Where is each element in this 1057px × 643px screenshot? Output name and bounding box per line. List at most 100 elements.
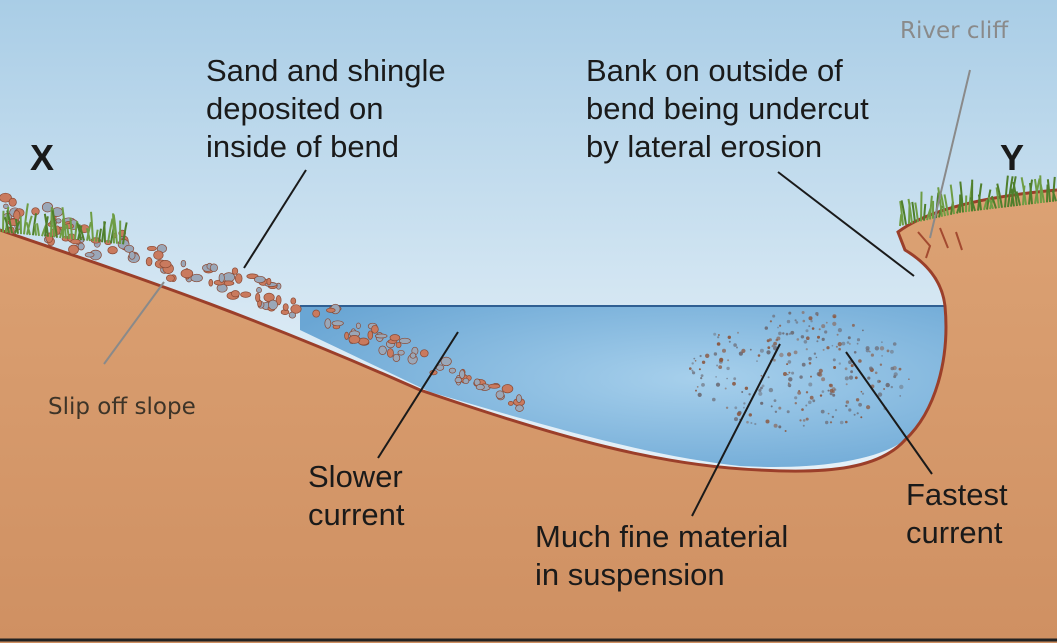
sediment-dot: [809, 395, 814, 400]
sediment-dot: [786, 319, 791, 324]
sediment-dot: [862, 329, 864, 332]
sediment-dot: [734, 417, 738, 422]
sediment-dot: [860, 390, 863, 393]
grass-blade: [899, 201, 904, 226]
grass-blade: [969, 196, 976, 212]
sediment-dot: [692, 371, 696, 375]
sediment-dot: [749, 348, 752, 351]
sediment-dot: [793, 350, 798, 355]
sediment-dot: [802, 419, 806, 422]
sediment-dot: [879, 380, 881, 383]
sediment-dot: [844, 367, 848, 371]
sediment-dot: [879, 346, 885, 351]
grass-blade: [949, 184, 955, 215]
sediment-dot: [694, 360, 697, 362]
pebble: [392, 353, 401, 362]
grass-blade: [5, 206, 10, 233]
sediment-dot: [899, 395, 901, 397]
sediment-dot: [717, 336, 720, 339]
pebble: [3, 203, 9, 209]
sediment-dot: [767, 346, 771, 349]
pebble: [8, 197, 17, 207]
sediment-dot: [825, 321, 828, 324]
sediment-dot: [765, 419, 770, 424]
label-undercut: Bank on outside of bend being undercut b…: [586, 52, 869, 166]
leader-slower: [377, 331, 459, 459]
sediment-dot: [794, 319, 797, 322]
pebble: [222, 272, 236, 283]
sediment-dot: [771, 345, 774, 348]
sediment-dot: [836, 333, 839, 336]
sediment-dot: [818, 328, 821, 331]
sediment-dot: [805, 404, 808, 407]
grass-blade: [122, 222, 128, 245]
sediment-dot: [794, 402, 797, 405]
sediment-dot: [890, 385, 893, 389]
pebble: [77, 242, 85, 251]
sediment-dot: [849, 343, 851, 345]
sediment-dot: [811, 327, 815, 330]
label-deposited-line3: inside of bend: [206, 129, 400, 164]
pebble: [290, 304, 302, 314]
sediment-dot: [758, 391, 763, 396]
sediment-dot: [787, 360, 792, 364]
sediment-dot: [734, 406, 738, 410]
marker-y: Y: [1000, 137, 1025, 178]
sediment-dot: [737, 331, 739, 334]
pebble: [448, 367, 456, 374]
sediment-dot: [760, 401, 764, 405]
sediment-dot: [810, 375, 812, 378]
sediment-dot: [854, 376, 858, 380]
grass-blade: [937, 187, 943, 217]
grass-blade: [69, 217, 73, 240]
pebble: [268, 299, 278, 310]
grass-blade: [50, 207, 53, 238]
sediment-dot: [886, 349, 890, 353]
pebble: [386, 348, 394, 358]
sediment-dot: [831, 415, 835, 419]
pebble: [516, 394, 522, 403]
sediment-dot: [829, 421, 833, 424]
pebble: [324, 318, 332, 329]
sediment-dot: [801, 362, 806, 367]
sediment-dot: [883, 388, 886, 390]
sediment-dot: [760, 386, 763, 390]
pebble: [389, 334, 401, 342]
sediment-dot: [810, 320, 813, 323]
sediment-dot: [712, 397, 716, 402]
sediment-dot: [779, 324, 782, 327]
label-deposited-line2: deposited on: [206, 91, 384, 126]
sediment-dot: [839, 420, 844, 425]
sediment-dot: [832, 393, 836, 397]
sediment-dot: [715, 382, 721, 387]
grass-blade: [907, 198, 913, 224]
sediment-dot: [844, 376, 849, 381]
sediment-dot: [778, 425, 782, 429]
sediment-dot: [699, 354, 702, 358]
sediment-dot: [853, 413, 856, 416]
sediment-dot: [834, 409, 838, 412]
sediment-dot: [784, 430, 787, 432]
sediment-dot: [713, 352, 718, 356]
sediment-dot: [705, 353, 710, 358]
sediment-dot: [819, 394, 823, 397]
pebble: [266, 277, 272, 286]
label-slower-current: Slower current: [308, 458, 404, 534]
sediment-dot: [833, 366, 837, 369]
pebble: [68, 244, 79, 255]
sediment-dot: [787, 373, 789, 376]
grass-blade: [1028, 182, 1033, 205]
sediment-dot: [754, 422, 757, 426]
pebble: [240, 291, 252, 298]
sediment-dot: [825, 420, 829, 425]
sediment-dot: [743, 406, 745, 409]
grass-blade: [78, 224, 85, 241]
label-fine-material: Much fine material in suspension: [535, 518, 788, 594]
sediment-dot: [845, 400, 850, 404]
grass-blade: [920, 191, 923, 222]
label-fastest-line2: current: [906, 515, 1003, 550]
sediment-dot: [700, 377, 703, 380]
leader-fastest: [845, 351, 933, 475]
